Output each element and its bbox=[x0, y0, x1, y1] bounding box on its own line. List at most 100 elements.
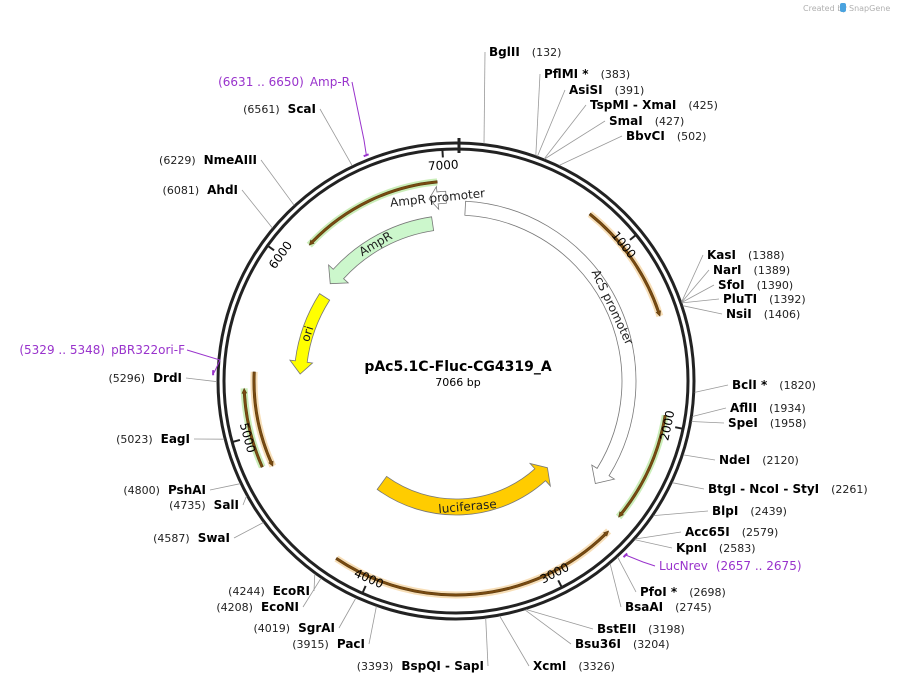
site-kasi: KasI(1388) bbox=[681, 248, 785, 303]
site-sfoi: SfoI(1390) bbox=[681, 278, 793, 303]
site-bbvci: BbvCI(502) bbox=[559, 129, 707, 166]
primer-leader bbox=[351, 81, 367, 157]
site-position: (2698) bbox=[689, 586, 726, 599]
plasmid-size: 7066 bp bbox=[435, 376, 480, 389]
site-position: (5296) bbox=[108, 372, 145, 385]
backbone-outer-strand bbox=[216, 141, 696, 621]
site-leader bbox=[319, 108, 353, 166]
site-position: (1820) bbox=[779, 379, 816, 392]
site-bcli: BclI * (1820) bbox=[694, 378, 816, 393]
site-leader bbox=[537, 89, 566, 157]
feature-label-ori: ori bbox=[298, 324, 316, 343]
site-eagi: EagI (5023) bbox=[116, 432, 225, 446]
site-name: KpnI bbox=[676, 541, 707, 555]
site-leader bbox=[634, 539, 673, 549]
site-drdi: DrdI (5296) bbox=[108, 371, 218, 385]
site-xcmi: XcmI(3326) bbox=[499, 615, 615, 673]
site-leader bbox=[694, 384, 729, 393]
site-name: SalI bbox=[214, 498, 239, 512]
site-name: EagI bbox=[161, 432, 190, 446]
site-name: SfoI bbox=[718, 278, 745, 292]
site-paci: PacI(3915) bbox=[292, 606, 377, 651]
primer-layer: Amp-R(6631 .. 6650) pBR322ori-F (5329 .. 5… bbox=[19, 75, 801, 573]
tick-mark bbox=[266, 244, 275, 252]
site-leader bbox=[241, 189, 273, 229]
site-position: (502) bbox=[677, 130, 707, 143]
site-leader bbox=[338, 597, 357, 629]
site-position: (3198) bbox=[648, 623, 685, 636]
primer-amp-r: Amp-R(6631 .. 6650) bbox=[218, 75, 369, 158]
site-pflmi: PflMI *(383) bbox=[535, 67, 631, 156]
site-leader bbox=[609, 563, 622, 608]
site-bsteii: BstEII (3198) bbox=[525, 609, 685, 636]
site-position: (3326) bbox=[578, 660, 615, 673]
primer-range: (5329 .. 5348) bbox=[19, 343, 105, 357]
tick-mark bbox=[629, 234, 637, 241]
orf-arrow bbox=[308, 180, 438, 246]
site-name: EcoRI bbox=[273, 584, 310, 598]
tick-mark bbox=[231, 438, 241, 444]
primer-name: LucNrev bbox=[659, 559, 708, 573]
feature-label-luciferase: luciferase bbox=[438, 497, 497, 516]
site-position: (383) bbox=[601, 68, 631, 81]
tick-mark bbox=[674, 426, 684, 430]
tick-label: 2000 bbox=[657, 409, 677, 442]
primer-pbr322ori-f: pBR322ori-F (5329 .. 5348) bbox=[19, 343, 221, 376]
site-position: (1389) bbox=[754, 264, 791, 277]
site-nsii: NsiI (1406) bbox=[682, 305, 801, 321]
site-leader bbox=[691, 421, 725, 424]
site-leader bbox=[483, 51, 486, 144]
feature-acs-promoter bbox=[464, 200, 637, 485]
site-leader bbox=[535, 73, 541, 156]
site-bsu36i: Bsu36I(3204) bbox=[524, 609, 670, 651]
site-position: (6081) bbox=[163, 184, 200, 197]
primer-name: pBR322ori-F bbox=[111, 343, 185, 357]
site-leader bbox=[559, 135, 623, 166]
site-position: (4208) bbox=[216, 601, 253, 614]
site-leader bbox=[544, 120, 606, 160]
site-position: (4019) bbox=[254, 622, 291, 635]
site-ecori: EcoRI(4244) bbox=[228, 573, 316, 598]
site-leader bbox=[682, 305, 723, 315]
site-name: BstEII bbox=[597, 622, 636, 636]
feature-label-acs-promoter: AcS promoter bbox=[589, 267, 637, 347]
site-position: (4735) bbox=[169, 499, 206, 512]
site-position: (1934) bbox=[769, 402, 806, 415]
orf-arrow bbox=[588, 212, 661, 317]
orf-halo bbox=[587, 211, 664, 318]
site-name: DrdI bbox=[153, 371, 182, 385]
primer-leader bbox=[624, 554, 656, 567]
watermark-prefix: Created by bbox=[803, 4, 847, 13]
site-name: SgrAI bbox=[298, 621, 335, 635]
site-name: Acc65I bbox=[685, 525, 730, 539]
plasmid-name: pAc5.1C-Fluc-CG4319_A bbox=[364, 359, 552, 375]
site-position: (4587) bbox=[153, 532, 190, 545]
tick-mark bbox=[557, 579, 563, 588]
site-leader bbox=[681, 298, 720, 304]
site-name: PluTI bbox=[723, 292, 757, 306]
site-asisi: AsiSI(391) bbox=[537, 83, 644, 157]
primer-lucnrev: LucNrev(2657 .. 2675) bbox=[622, 552, 802, 573]
site-leader bbox=[683, 454, 716, 461]
tick-mark bbox=[361, 585, 367, 594]
tick-label: 7000 bbox=[428, 158, 459, 174]
site-position: (3393) bbox=[357, 660, 394, 673]
site-tspmi-xmai: TspMI - XmaI(425) bbox=[543, 98, 718, 160]
site-name: BclI * bbox=[732, 378, 768, 392]
tick-label: 4000 bbox=[352, 566, 386, 591]
site-name: NsiI bbox=[726, 307, 752, 321]
site-name: BspQI - SapI bbox=[401, 659, 484, 673]
site-leader bbox=[681, 254, 704, 303]
site-aflii: AflII(1934) bbox=[692, 401, 806, 417]
site-name: PfoI * bbox=[640, 585, 678, 599]
site-position: (5023) bbox=[116, 433, 153, 446]
primer-name: Amp-R bbox=[310, 75, 350, 89]
site-position: (1958) bbox=[770, 417, 807, 430]
site-sgrai: SgrAI (4019) bbox=[254, 597, 357, 635]
site-position: (1406) bbox=[764, 308, 801, 321]
site-leader bbox=[524, 609, 572, 645]
orf-arrow bbox=[252, 371, 274, 467]
tick-label: 3000 bbox=[538, 560, 572, 586]
site-position: (132) bbox=[532, 46, 562, 59]
